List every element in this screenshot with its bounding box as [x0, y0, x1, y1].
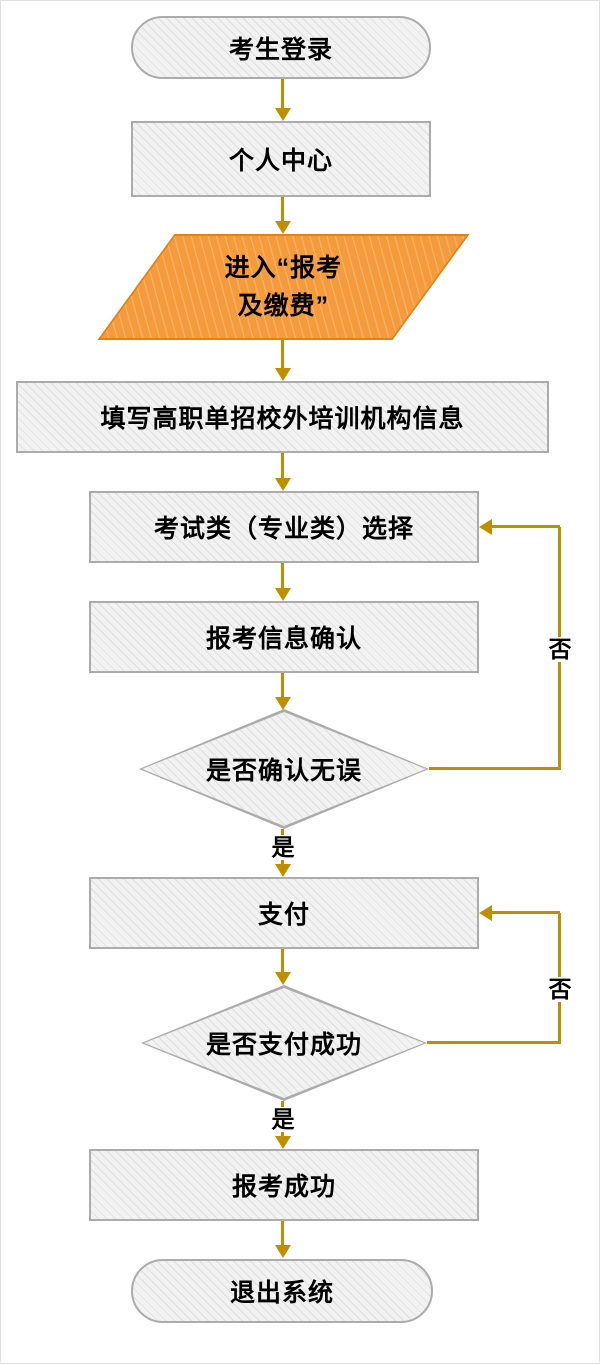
edge-label-yes-1: 是 [270, 834, 296, 861]
edge-label-yes-2: 是 [270, 1106, 296, 1133]
no-loop-2-bottom-line [427, 1041, 561, 1044]
flow-line-success-to-exit [281, 1221, 284, 1247]
node-fill-training-info-label: 填写高职单招校外培训机构信息 [100, 405, 465, 433]
no-loop-1-top-line [492, 525, 560, 528]
node-payment-decision-body: 是否支付成功 [144, 988, 424, 1098]
arrowhead-decision2-to-success [275, 1136, 291, 1149]
node-exam-category-select-label: 考试类（专业类）选择 [153, 515, 414, 543]
arrowhead-payment-to-decision2 [275, 972, 291, 985]
node-payment: 支付 [89, 877, 479, 949]
node-registration-success: 报考成功 [89, 1149, 479, 1221]
flow-line-payment-to-decision2 [281, 949, 284, 974]
node-enter-payment-label: 进入“报考 及缴费” [224, 253, 343, 320]
flow-line-enter-to-fill [281, 340, 284, 370]
flow-line-select-to-confirm [281, 563, 284, 590]
node-confirm-decision: 是否确认无误 [139, 709, 429, 829]
node-payment-decision-label: 是否支付成功 [205, 1031, 362, 1059]
edge-label-no-2: 否 [547, 976, 573, 1003]
arrowhead-decision1-to-payment [275, 864, 291, 877]
arrowhead-success-to-exit [275, 1245, 291, 1258]
node-candidate-login-label: 考生登录 [228, 35, 333, 64]
edge-label-no-1: 否 [547, 636, 573, 663]
node-exam-category-select: 考试类（专业类）选择 [89, 491, 479, 563]
node-enter-payment: 进入“报考 及缴费” [97, 234, 470, 340]
node-candidate-login: 考生登录 [131, 16, 431, 79]
node-fill-training-info: 填写高职单招校外培训机构信息 [16, 381, 549, 453]
node-registration-info-confirm: 报考信息确认 [89, 601, 479, 673]
arrowhead-personal-to-enter [275, 221, 291, 234]
node-registration-success-label: 报考成功 [231, 1173, 336, 1201]
arrowhead-login-to-personal [275, 108, 291, 121]
arrowhead-no-loop-1 [479, 519, 492, 535]
arrowhead-fill-to-select [275, 478, 291, 491]
no-loop-1-bottom-line [429, 767, 561, 770]
node-registration-info-confirm-label: 报考信息确认 [205, 625, 362, 653]
node-exit-system-label: 退出系统 [229, 1279, 334, 1307]
flow-line-fill-to-select [281, 453, 284, 480]
flow-line-login-to-personal [281, 79, 284, 109]
node-exit-system: 退出系统 [131, 1259, 433, 1323]
arrowhead-select-to-confirm [275, 588, 291, 601]
arrowhead-no-loop-2 [479, 905, 492, 921]
arrowhead-enter-to-fill [275, 368, 291, 381]
node-payment-label: 支付 [257, 901, 310, 929]
node-confirm-decision-label: 是否确认无误 [205, 757, 362, 785]
node-confirm-decision-body: 是否确认无误 [142, 712, 426, 826]
node-personal-center: 个人中心 [131, 121, 431, 197]
node-personal-center-label: 个人中心 [228, 147, 333, 175]
flow-line-personal-to-enter [281, 197, 284, 223]
arrowhead-confirm-to-decision1 [275, 697, 291, 710]
flow-line-confirm-to-decision1 [281, 673, 284, 699]
node-payment-decision: 是否支付成功 [141, 985, 427, 1101]
no-loop-2-top-line [492, 911, 560, 914]
